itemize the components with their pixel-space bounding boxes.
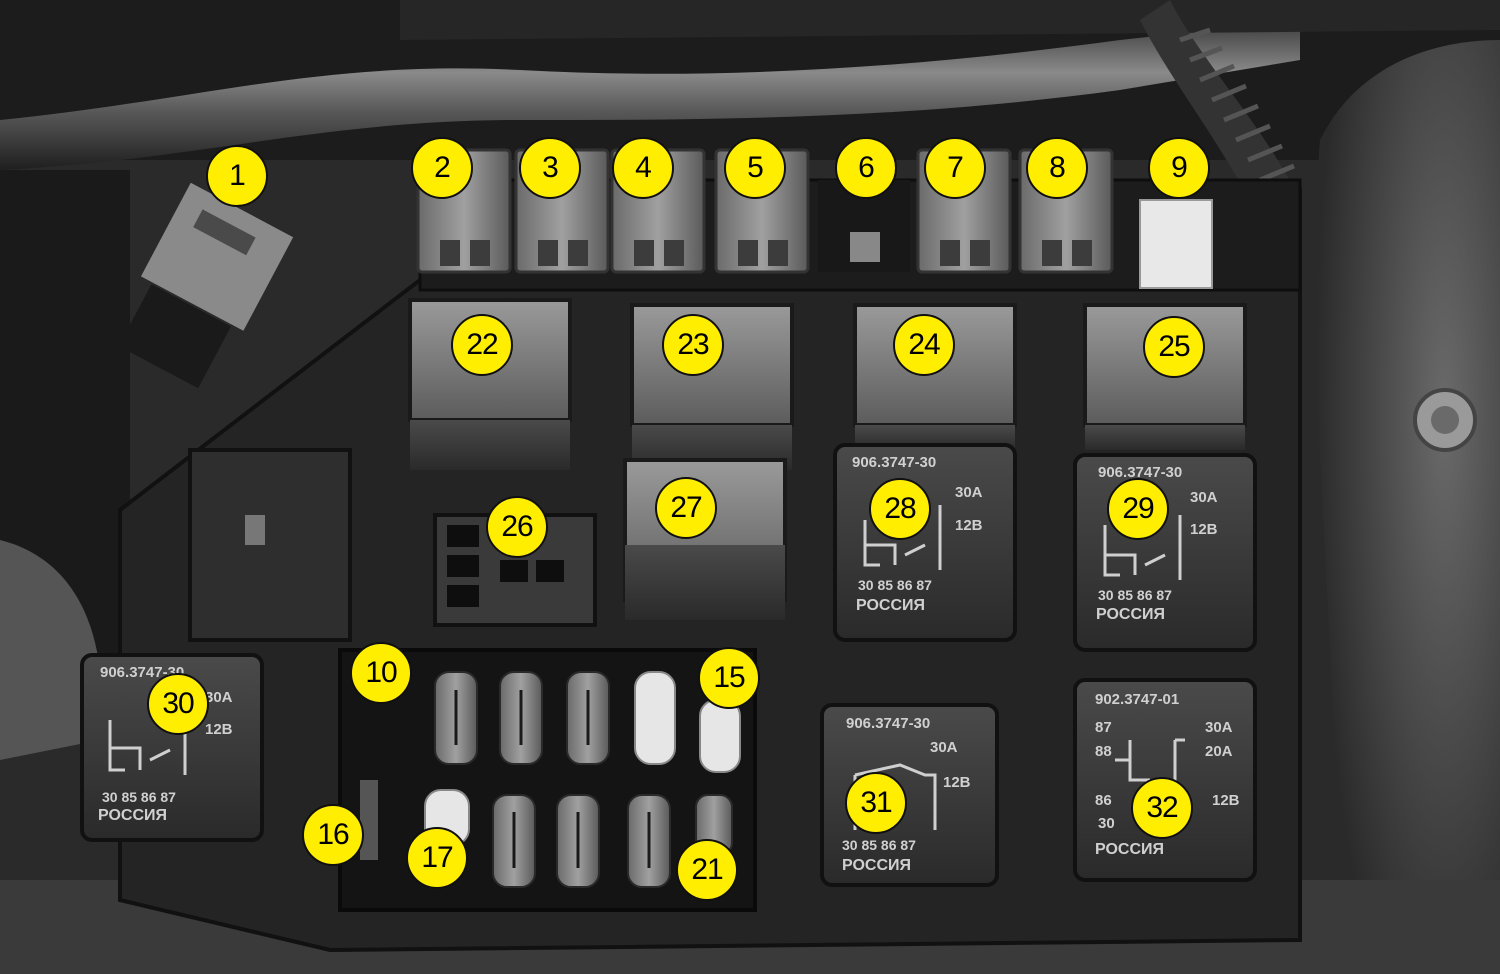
callout-marker-29: 29 xyxy=(1107,478,1169,540)
callout-marker-21: 21 xyxy=(676,839,738,901)
callout-marker-7: 7 xyxy=(924,137,986,199)
relay-30-amps: 30A xyxy=(205,689,233,706)
relay-28-volts: 12В xyxy=(955,517,983,534)
relay-28-amps: 30A xyxy=(955,484,983,501)
callout-marker-9: 9 xyxy=(1148,137,1210,199)
relay-28-pins: 30 85 86 87 xyxy=(858,577,932,593)
relay-31-volts: 12В xyxy=(943,774,971,791)
callout-marker-5: 5 xyxy=(724,137,786,199)
relay-32-pin-88: 88 xyxy=(1095,743,1112,760)
callout-marker-26: 26 xyxy=(486,496,548,558)
relay-29-volts: 12В xyxy=(1190,521,1218,538)
callout-marker-16: 16 xyxy=(302,804,364,866)
callout-marker-4: 4 xyxy=(612,137,674,199)
callout-marker-23: 23 xyxy=(662,314,724,376)
relay-29-part-number: 906.3747-30 xyxy=(1098,464,1183,481)
relay-28-country: РОССИЯ xyxy=(856,597,926,614)
relay-30-pins: 30 85 86 87 xyxy=(102,789,176,805)
relay-29-country: РОССИЯ xyxy=(1096,606,1166,623)
callout-marker-8: 8 xyxy=(1026,137,1088,199)
relay-31-pins: 30 85 86 87 xyxy=(842,837,916,853)
relay-30-volts: 12В xyxy=(205,721,233,738)
callout-marker-10: 10 xyxy=(350,642,412,704)
callout-marker-30: 30 xyxy=(147,673,209,735)
relay-32-pin-30: 30 xyxy=(1098,815,1115,832)
relay-32-amps-a: 30A xyxy=(1205,719,1233,736)
callout-marker-24: 24 xyxy=(893,314,955,376)
callout-marker-22: 22 xyxy=(451,314,513,376)
callout-marker-25: 25 xyxy=(1143,316,1205,378)
relay-30-country: РОССИЯ xyxy=(98,807,168,824)
callout-marker-31: 31 xyxy=(845,772,907,834)
callout-marker-3: 3 xyxy=(519,137,581,199)
relay-31-country: РОССИЯ xyxy=(842,857,912,874)
relay-31-amps: 30A xyxy=(930,739,958,756)
relay-31-part-number: 906.3747-30 xyxy=(846,715,931,732)
callout-marker-27: 27 xyxy=(655,477,717,539)
callout-marker-28: 28 xyxy=(869,478,931,540)
relay-32-pin-86: 86 xyxy=(1095,792,1112,809)
callout-marker-32: 32 xyxy=(1131,777,1193,839)
relay-32-pin-87: 87 xyxy=(1095,719,1112,736)
relay-32-amps-b: 20A xyxy=(1205,743,1233,760)
relay-28-part-number: 906.3747-30 xyxy=(852,454,937,471)
callout-marker-6: 6 xyxy=(835,137,897,199)
relay-32-volts: 12В xyxy=(1212,792,1240,809)
callout-marker-1: 1 xyxy=(206,145,268,207)
callout-marker-15: 15 xyxy=(698,647,760,709)
callout-marker-17: 17 xyxy=(406,827,468,889)
relay-32-part-number: 902.3747-01 xyxy=(1095,691,1180,708)
callout-marker-2: 2 xyxy=(411,137,473,199)
relay-29-pins: 30 85 86 87 xyxy=(1098,587,1172,603)
relay-32-country: РОССИЯ xyxy=(1095,841,1165,858)
relay-29-amps: 30A xyxy=(1190,489,1218,506)
